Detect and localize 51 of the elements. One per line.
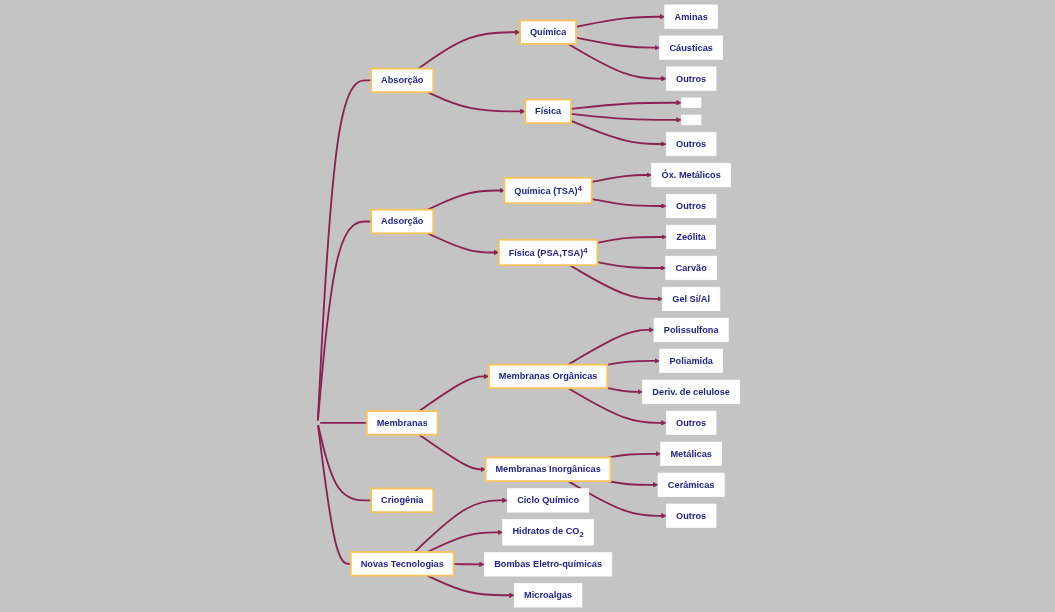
- arrow: [417, 29, 521, 70]
- item-box: Metálicas: [660, 441, 722, 466]
- arrow: [570, 100, 682, 110]
- item-box: Bombas Eletro-químicas: [484, 552, 613, 577]
- arrow: [426, 187, 505, 211]
- category-box: Física: [524, 98, 572, 125]
- arrow: [570, 119, 667, 147]
- arrow: [426, 529, 503, 553]
- item-box: Cerâmicas: [657, 472, 725, 497]
- category-box: Membranas: [365, 410, 439, 436]
- arrow: [567, 43, 667, 82]
- item-box: Outros: [665, 503, 717, 528]
- category-box: Novas Tecnologias: [349, 551, 455, 577]
- category-box: Química: [519, 19, 577, 45]
- item-box: Outros: [665, 410, 717, 435]
- item-box: Zeólita: [666, 224, 717, 250]
- item-box: Outros: [665, 193, 717, 219]
- item-box: Hidratos de CO$_{2}$: [502, 519, 594, 546]
- arrow: [426, 574, 515, 598]
- category-box: Adsorção: [370, 208, 435, 235]
- arrow: [426, 91, 526, 115]
- item-box: Deriv. de celulose: [642, 379, 741, 404]
- arrow: [567, 327, 655, 366]
- item-box: Microalgas: [513, 583, 583, 608]
- category-box: Física (PSA,TSA)$^{4}$: [497, 238, 599, 267]
- item-box: Polissulfona: [653, 317, 729, 343]
- item-box: Ciclo Químico: [507, 488, 590, 513]
- item-box: [681, 114, 702, 126]
- item-box: Outros: [665, 131, 717, 157]
- arrow: [606, 358, 660, 366]
- item-box: Gel Si/Al: [662, 286, 721, 312]
- arrow: [418, 433, 486, 473]
- category-box: Criogênia: [370, 487, 435, 514]
- item-box: Carvão: [665, 255, 717, 281]
- category-box: Química (TSA)$^{4}$: [503, 176, 593, 205]
- category-box: Membranas Orgânicas: [488, 363, 609, 390]
- item-box: Cáusticas: [659, 35, 723, 60]
- arrow: [607, 480, 659, 488]
- item-box: Outros: [665, 66, 717, 91]
- item-box: Aminas: [664, 4, 718, 29]
- arrow: [570, 112, 682, 123]
- item-box: [681, 97, 702, 108]
- item-box: Poliamida: [659, 348, 723, 374]
- arrow: [606, 387, 643, 395]
- arrow: [567, 480, 667, 519]
- arrow: [413, 497, 508, 553]
- category-box: Membranas Inorgânicas: [484, 456, 612, 483]
- item-box: Óx. Metálicos: [651, 162, 731, 188]
- category-box: Absorção: [370, 67, 435, 94]
- arrow: [568, 264, 663, 302]
- arrow: [567, 387, 667, 426]
